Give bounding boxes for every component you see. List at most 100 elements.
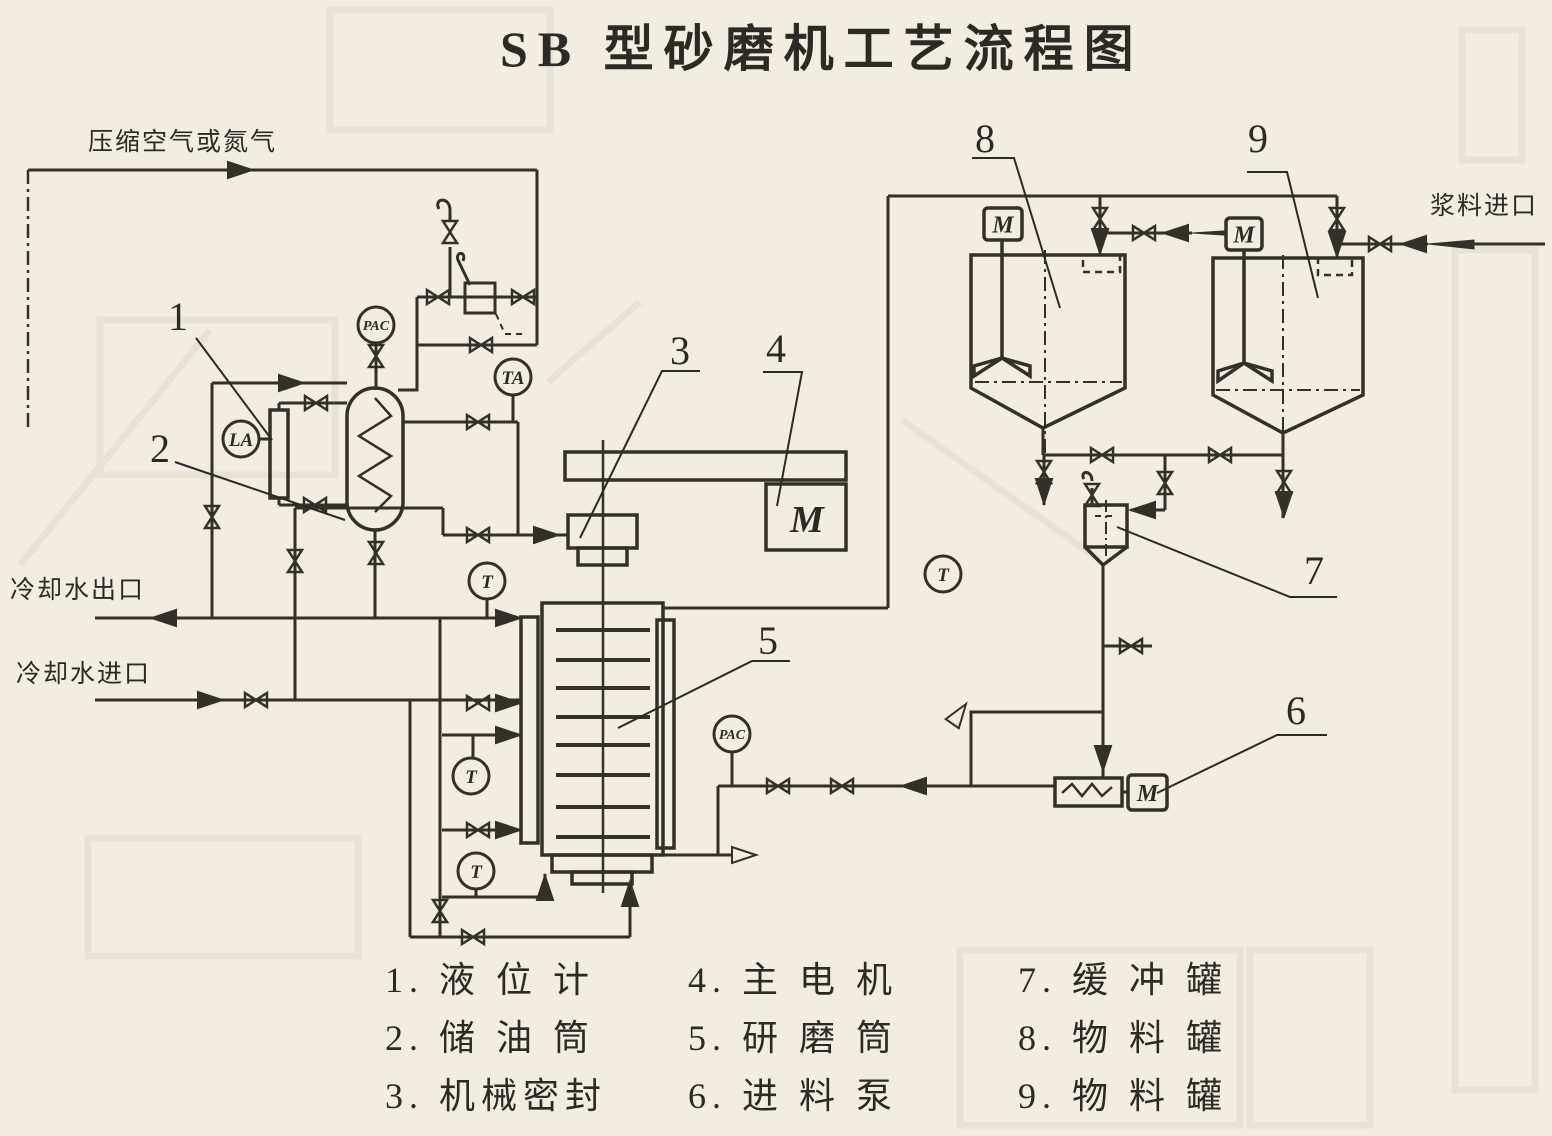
instrument-tag: LA xyxy=(228,430,253,451)
flow-arrow xyxy=(533,525,562,545)
valve xyxy=(1367,234,1393,254)
feed-pump xyxy=(1053,776,1124,808)
motor-box xyxy=(1126,773,1169,812)
valve xyxy=(465,693,491,713)
flow-arrow xyxy=(1398,234,1427,254)
legend-item-2: 2. 储 油 筒 xyxy=(385,1018,595,1058)
mill-circuit-piping xyxy=(663,194,1337,857)
piping-network xyxy=(26,168,1545,939)
legend-item-1: 1. 液 位 计 xyxy=(385,960,595,1000)
flow-arrow xyxy=(1093,745,1113,774)
valve xyxy=(1089,445,1115,465)
callout-8: 8 xyxy=(975,116,995,161)
callout-2: 2 xyxy=(150,426,170,471)
callout-7: 7 xyxy=(1304,548,1324,593)
flow-arrow xyxy=(1327,231,1347,260)
legend-item-3: 3. 机械密封 xyxy=(385,1076,607,1116)
flow-arrow xyxy=(620,878,640,907)
motor-label: M xyxy=(991,213,1015,239)
main-motor xyxy=(764,482,848,552)
label-compressed-air: 压缩空气或氮气 xyxy=(88,128,277,156)
valve xyxy=(460,927,486,947)
valve xyxy=(1082,482,1102,508)
flow-arrow xyxy=(1274,491,1294,520)
valve xyxy=(366,343,386,369)
valve xyxy=(303,393,329,413)
motor-box xyxy=(982,206,1024,242)
t-instrument-icon xyxy=(467,561,507,601)
valve xyxy=(1131,223,1157,243)
material-tank-8 xyxy=(969,240,1127,455)
callout-leaders xyxy=(174,157,1337,794)
valve xyxy=(1118,636,1144,656)
drive-beam xyxy=(563,450,848,482)
valve xyxy=(1207,445,1233,465)
instrument-tag: T xyxy=(470,862,483,883)
valve xyxy=(829,776,855,796)
flow-arrow xyxy=(898,776,927,796)
t-instrument-icon xyxy=(923,554,963,594)
t-instrument-icon xyxy=(456,851,496,891)
page-title: SB 型砂磨机工艺流程图 xyxy=(500,21,1144,77)
valve xyxy=(202,504,222,530)
legend-item-6: 6. 进 料 泵 xyxy=(688,1076,898,1116)
legend-item-8: 8. 物 料 罐 xyxy=(1018,1018,1228,1058)
air-supply-piping xyxy=(26,168,539,430)
la-instrument-icon xyxy=(221,419,261,459)
motor-label: M xyxy=(1232,223,1256,249)
oil-storage-cylinder xyxy=(345,386,405,560)
material-tank-9 xyxy=(1211,250,1365,518)
label-cooling-water-out: 冷却水出口 xyxy=(10,576,145,604)
label-cooling-water-in: 冷却水进口 xyxy=(16,660,151,688)
instrument-tag: T xyxy=(937,565,950,586)
valve xyxy=(1155,470,1175,496)
instrument-tag: PAC xyxy=(719,728,746,743)
main-motor-label: M xyxy=(789,499,825,541)
valve xyxy=(765,776,791,796)
valve xyxy=(1327,206,1347,232)
flow-arrow xyxy=(495,820,524,840)
flow-arrow xyxy=(1034,478,1054,507)
t-instrument-icon xyxy=(451,756,491,796)
callout-numbers: 1 2 3 4 5 6 7 8 9 xyxy=(150,116,1324,733)
flow-arrow xyxy=(1160,223,1189,243)
flow-arrow xyxy=(1090,228,1110,257)
valve xyxy=(302,495,328,515)
callout-9: 9 xyxy=(1248,116,1268,161)
flow-arrow xyxy=(943,701,968,730)
valve xyxy=(430,898,450,924)
legend-item-9: 9. 物 料 罐 xyxy=(1018,1076,1228,1116)
oil-vessel-piping xyxy=(210,381,568,700)
callout-1: 1 xyxy=(168,294,188,339)
pac-instrument-icon xyxy=(356,305,396,345)
flow-arrow xyxy=(495,693,524,713)
valve xyxy=(285,548,305,574)
flow-arrow xyxy=(197,690,226,710)
legend-item-7: 7. 缓 冲 罐 xyxy=(1018,960,1228,1000)
valve xyxy=(425,287,451,307)
flow-arrow xyxy=(731,845,760,865)
flow-arrow xyxy=(535,872,555,901)
grinding-cylinder xyxy=(519,440,676,893)
equipment xyxy=(268,240,1365,893)
valve xyxy=(366,540,386,566)
level-gauge xyxy=(268,408,290,500)
valve xyxy=(465,525,491,545)
callout-6: 6 xyxy=(1286,688,1306,733)
instrument-tag: T xyxy=(481,572,494,593)
motor-box xyxy=(1224,216,1264,252)
flow-arrow xyxy=(495,608,524,628)
flow-arrow xyxy=(227,160,256,180)
flow-arrow xyxy=(495,725,524,745)
agitator-discs xyxy=(556,628,650,839)
valve xyxy=(468,335,494,355)
ta-instrument-icon xyxy=(493,357,533,397)
flow-arrow xyxy=(148,608,177,628)
valve xyxy=(465,820,491,840)
legend-item-4: 4. 主 电 机 xyxy=(688,960,898,1000)
valve xyxy=(243,690,269,710)
flow-arrow xyxy=(1127,500,1156,520)
